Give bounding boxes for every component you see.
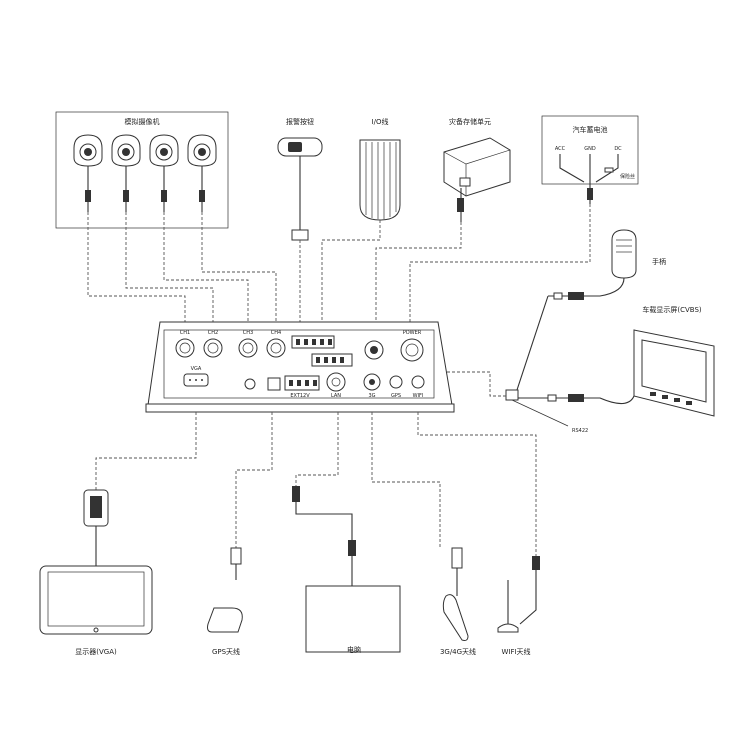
car-battery-label: 汽车蓄电池 [573,125,608,134]
handset-label: 手柄 [652,257,666,266]
wifi-label: WIFI [413,393,424,399]
gps-antenna-icon [207,607,243,633]
gps-antenna-label: GPS天线 [212,647,240,656]
computer-group: 电脑 [292,486,401,654]
analog-cameras-group: 模拟摄像机 [55,111,229,229]
computer-icon [305,585,401,653]
vehicle-display-group: 车载显示屏(CVBS) [520,305,715,417]
gps-port [267,377,281,391]
analog-cameras-frame [55,111,229,229]
ch4-label: CH4 [271,330,281,336]
power-label: POWER [403,330,422,336]
ch1-port [175,338,195,358]
fuse-icon [604,167,614,173]
dvr-device: CH1 CH2 CH3 CH4 POWER VGA [145,321,455,413]
backup-storage-label: 灾备存储单元 [449,117,491,126]
ext-label: EXT12V [290,393,310,399]
vga-monitor-group: 显示器(VGA) [39,489,153,656]
gps-label: GPS [391,393,401,399]
gnd-label: GND [584,146,596,152]
rs422-connector [505,389,519,401]
camera-wires [87,212,277,330]
handset-icon [611,229,637,279]
antenna-3g4g-icon [442,594,469,641]
camera-3-icon [149,134,179,212]
lan-port [326,372,346,392]
antenna-3g4g-label: 3G/4G天线 [440,647,476,656]
net-label: 3G [368,393,375,399]
antenna-3g4g-group: 3G/4G天线 [440,547,476,656]
camera-2-icon [111,134,141,212]
vga-label: VGA [191,366,202,372]
analog-cameras-label: 模拟摄像机 [125,117,160,126]
camera-4-icon [187,134,217,212]
lan-label: LAN [331,393,341,399]
computer-label: 电脑 [347,645,361,654]
gps-antenna-port [389,375,403,389]
ch4-port [266,338,286,358]
ch2-port [203,338,223,358]
vehicle-display-label: 车载显示屏(CVBS) [642,305,702,314]
ch3-port [238,338,258,358]
ch2-label: CH2 [208,330,218,336]
io-line-group: I/O线 [321,117,401,335]
io-line-label: I/O线 [372,117,389,126]
rs422-label: RS422 [572,428,588,434]
wifi-antenna-label: WIFI天线 [501,647,530,656]
alarm-button-group: 报警按钮 [277,117,323,330]
rs422-group: RS422 [440,371,588,434]
dc-label: DC [614,146,622,152]
handset-group: 手柄 [514,229,666,397]
ext-terminal [284,375,320,391]
bottom-wires [95,412,537,556]
wifi-port [411,375,425,389]
audio-port [244,378,256,390]
alarm-button-label: 报警按钮 [286,117,314,126]
gps-antenna-group: GPS天线 [207,547,243,656]
monitor-vga-label: 显示器(VGA) [75,648,117,656]
backup-storage-icon [443,137,511,197]
ch3-label: CH3 [243,330,253,336]
backup-storage-group: 灾备存储单元 [375,117,511,332]
vga-monitor-icon [39,565,153,635]
fuse-label: 保险丝 [620,173,635,180]
wifi-antenna-group: WIFI天线 [497,556,540,656]
camera-1-icon [73,134,103,212]
ch1-label: CH1 [180,330,190,336]
acc-label: ACC [555,146,566,152]
car-battery-group: 汽车蓄电池 ACC GND DC 保险丝 [409,115,639,334]
power-port [400,338,424,362]
